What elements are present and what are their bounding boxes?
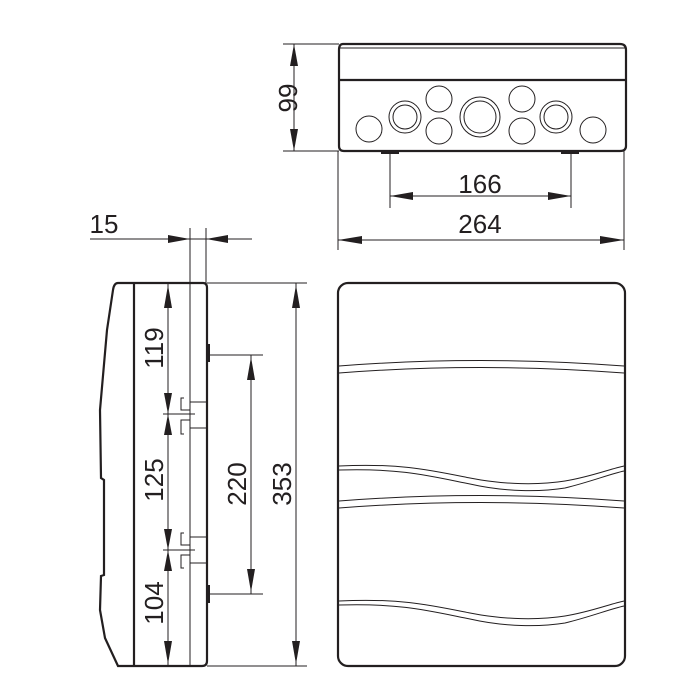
side-view-body — [98, 281, 209, 668]
front-view-body — [336, 281, 627, 668]
front-wave-1b — [338, 469, 625, 492]
knockout-large-outer — [459, 96, 501, 138]
dim-width-264: 264 — [458, 209, 501, 239]
top-view: 99 166 264 — [273, 42, 628, 250]
dim-segment-104: 104 — [139, 581, 169, 624]
knockout-small — [425, 117, 453, 145]
knockout-small — [355, 115, 383, 143]
knockout-ring-outer — [388, 100, 422, 134]
knockout-ring-outer — [539, 100, 573, 134]
knockout-small — [508, 117, 536, 145]
knockout-ring-inner — [392, 104, 418, 130]
knockout-large-inner — [463, 100, 497, 134]
front-wave-2a — [338, 599, 625, 620]
front-seam-1b — [338, 367, 625, 374]
knockouts — [355, 85, 607, 145]
knockout-small — [508, 85, 536, 113]
side-view: 15 119 125 104 220 353 — [90, 209, 307, 668]
front-seam-2a — [338, 495, 625, 502]
front-wave-2b — [338, 604, 625, 627]
foot-right — [561, 151, 579, 154]
dim-segment-125: 125 — [139, 458, 169, 501]
dim-segment-119: 119 — [139, 327, 169, 368]
knockout-ring-inner — [543, 104, 569, 130]
foot-left — [381, 151, 399, 154]
dim-total-353: 353 — [267, 462, 297, 505]
dim-mounting-220: 220 — [222, 462, 252, 505]
front-wave-1a — [338, 464, 625, 485]
dim-mounting-166: 166 — [458, 169, 501, 199]
knockout-small — [579, 116, 607, 144]
front-seam-2b — [338, 502, 625, 509]
front-view — [336, 281, 627, 668]
dim-depth-15: 15 — [90, 209, 119, 239]
dim-height-99: 99 — [273, 84, 303, 113]
knockout-small — [425, 85, 453, 113]
front-seam-1a — [338, 360, 625, 367]
